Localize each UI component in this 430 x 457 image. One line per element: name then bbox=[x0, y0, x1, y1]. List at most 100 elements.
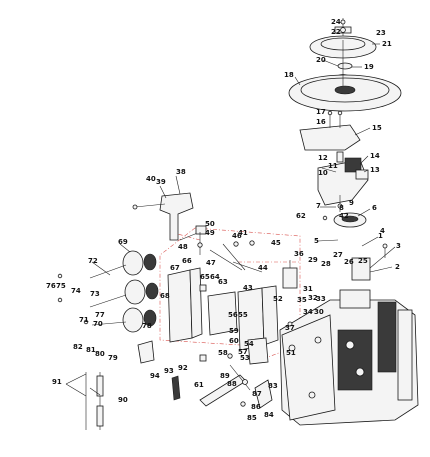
part-label-8: 8 bbox=[339, 204, 344, 212]
part-label-57: 57 bbox=[238, 348, 248, 356]
coil-14 bbox=[344, 157, 362, 173]
bolt-45 bbox=[249, 240, 255, 246]
part-label-77: 77 bbox=[95, 311, 105, 319]
part-label-42: 42 bbox=[339, 212, 349, 220]
part-label-32: 32 bbox=[308, 294, 318, 302]
part-label-88: 88 bbox=[227, 380, 237, 388]
washer-22 bbox=[340, 27, 346, 33]
part-label-19: 19 bbox=[364, 63, 374, 71]
part-label-62: 62 bbox=[296, 212, 306, 220]
part-label-72: 72 bbox=[88, 257, 98, 265]
part-label-30: 30 bbox=[314, 308, 324, 316]
part-label-56: 56 bbox=[228, 311, 238, 319]
tube-3 bbox=[351, 257, 371, 281]
part-label-69: 69 bbox=[118, 238, 128, 246]
part-label-90: 90 bbox=[118, 396, 128, 404]
link-48 bbox=[197, 242, 203, 248]
part-label-63: 63 bbox=[218, 278, 228, 286]
part-label-39: 39 bbox=[156, 178, 166, 186]
part-label-5: 5 bbox=[314, 237, 319, 245]
part-label-50: 50 bbox=[205, 220, 215, 228]
part-label-45: 45 bbox=[271, 239, 281, 247]
part-label-9: 9 bbox=[349, 199, 354, 207]
joint-88 bbox=[242, 379, 248, 385]
grommet-64 bbox=[199, 284, 207, 292]
part-label-74: 74 bbox=[71, 287, 81, 295]
coil-69 bbox=[122, 250, 144, 276]
part-label-61: 61 bbox=[194, 381, 204, 389]
bolt-74 bbox=[57, 297, 63, 303]
part-label-44: 44 bbox=[258, 264, 268, 272]
part-label-52: 52 bbox=[273, 295, 283, 303]
part-label-24: 24 bbox=[331, 18, 341, 26]
part-label-46: 46 bbox=[232, 232, 242, 240]
part-label-67: 67 bbox=[170, 264, 180, 272]
throttle-bracket bbox=[132, 192, 207, 255]
part-label-64: 64 bbox=[210, 273, 220, 281]
coil-73 bbox=[124, 279, 146, 305]
part-label-3: 3 bbox=[396, 242, 401, 250]
bolt-71 bbox=[83, 319, 89, 325]
part-label-68: 68 bbox=[160, 292, 170, 300]
part-label-55: 55 bbox=[238, 311, 248, 319]
boss-d bbox=[308, 391, 316, 399]
part-label-2: 2 bbox=[395, 263, 400, 271]
part-label-49: 49 bbox=[205, 229, 215, 237]
part-label-59: 59 bbox=[229, 327, 239, 335]
part-label-79: 79 bbox=[108, 354, 118, 362]
clip-13 bbox=[355, 169, 369, 180]
part-label-29: 29 bbox=[308, 256, 318, 264]
washer-86 bbox=[240, 401, 246, 407]
plug-51 bbox=[288, 344, 296, 352]
link-58 bbox=[227, 353, 233, 359]
crank-case bbox=[337, 329, 373, 391]
bolt-16 bbox=[327, 110, 333, 116]
part-label-84: 84 bbox=[264, 411, 274, 419]
block-front bbox=[281, 314, 336, 421]
boss-a bbox=[345, 340, 355, 350]
coil-73-cap bbox=[145, 282, 159, 300]
bracket-36 bbox=[282, 267, 298, 289]
part-label-15: 15 bbox=[372, 124, 382, 132]
bracket-38 bbox=[159, 192, 194, 241]
part-label-36: 36 bbox=[294, 250, 304, 258]
part-label-53: 53 bbox=[240, 354, 250, 362]
part-label-27: 27 bbox=[333, 251, 343, 259]
part-label-21: 21 bbox=[382, 40, 392, 48]
boss-b bbox=[355, 367, 365, 377]
part-label-54: 54 bbox=[244, 340, 254, 348]
flywheel-assembly bbox=[288, 18, 402, 112]
cable-90b bbox=[96, 405, 104, 427]
screw-62 bbox=[322, 215, 328, 221]
bolt-40 bbox=[132, 204, 138, 210]
bolt-46 bbox=[233, 241, 239, 247]
part-label-12: 12 bbox=[318, 154, 328, 162]
part-label-35: 35 bbox=[297, 296, 307, 304]
part-label-10: 10 bbox=[318, 169, 328, 177]
bolt-8 bbox=[337, 203, 343, 209]
part-label-41: 41 bbox=[238, 229, 248, 237]
part-label-78: 78 bbox=[142, 322, 152, 330]
part-label-11: 11 bbox=[328, 162, 338, 170]
part-label-85: 85 bbox=[247, 414, 257, 422]
part-label-70: 70 bbox=[93, 320, 103, 328]
part-label-31: 31 bbox=[303, 285, 313, 293]
part-label-43: 43 bbox=[243, 284, 253, 292]
part-label-17: 17 bbox=[316, 108, 326, 116]
part-label-58: 58 bbox=[218, 349, 228, 357]
part-label-94: 94 bbox=[150, 372, 160, 380]
bolt-37 bbox=[287, 321, 293, 327]
part-label-40: 40 bbox=[146, 175, 156, 183]
lever-84 bbox=[254, 379, 273, 409]
boss-c bbox=[314, 336, 322, 344]
part-label-47: 47 bbox=[206, 259, 216, 267]
part-label-34: 34 bbox=[303, 308, 313, 316]
engine-block bbox=[279, 243, 419, 426]
part-label-51: 51 bbox=[286, 349, 296, 357]
bracket-15 bbox=[299, 124, 361, 151]
part-label-76: 76 bbox=[46, 282, 56, 290]
part-label-93: 93 bbox=[164, 367, 174, 375]
stator-bracket bbox=[299, 110, 369, 228]
part-label-60: 60 bbox=[229, 337, 239, 345]
